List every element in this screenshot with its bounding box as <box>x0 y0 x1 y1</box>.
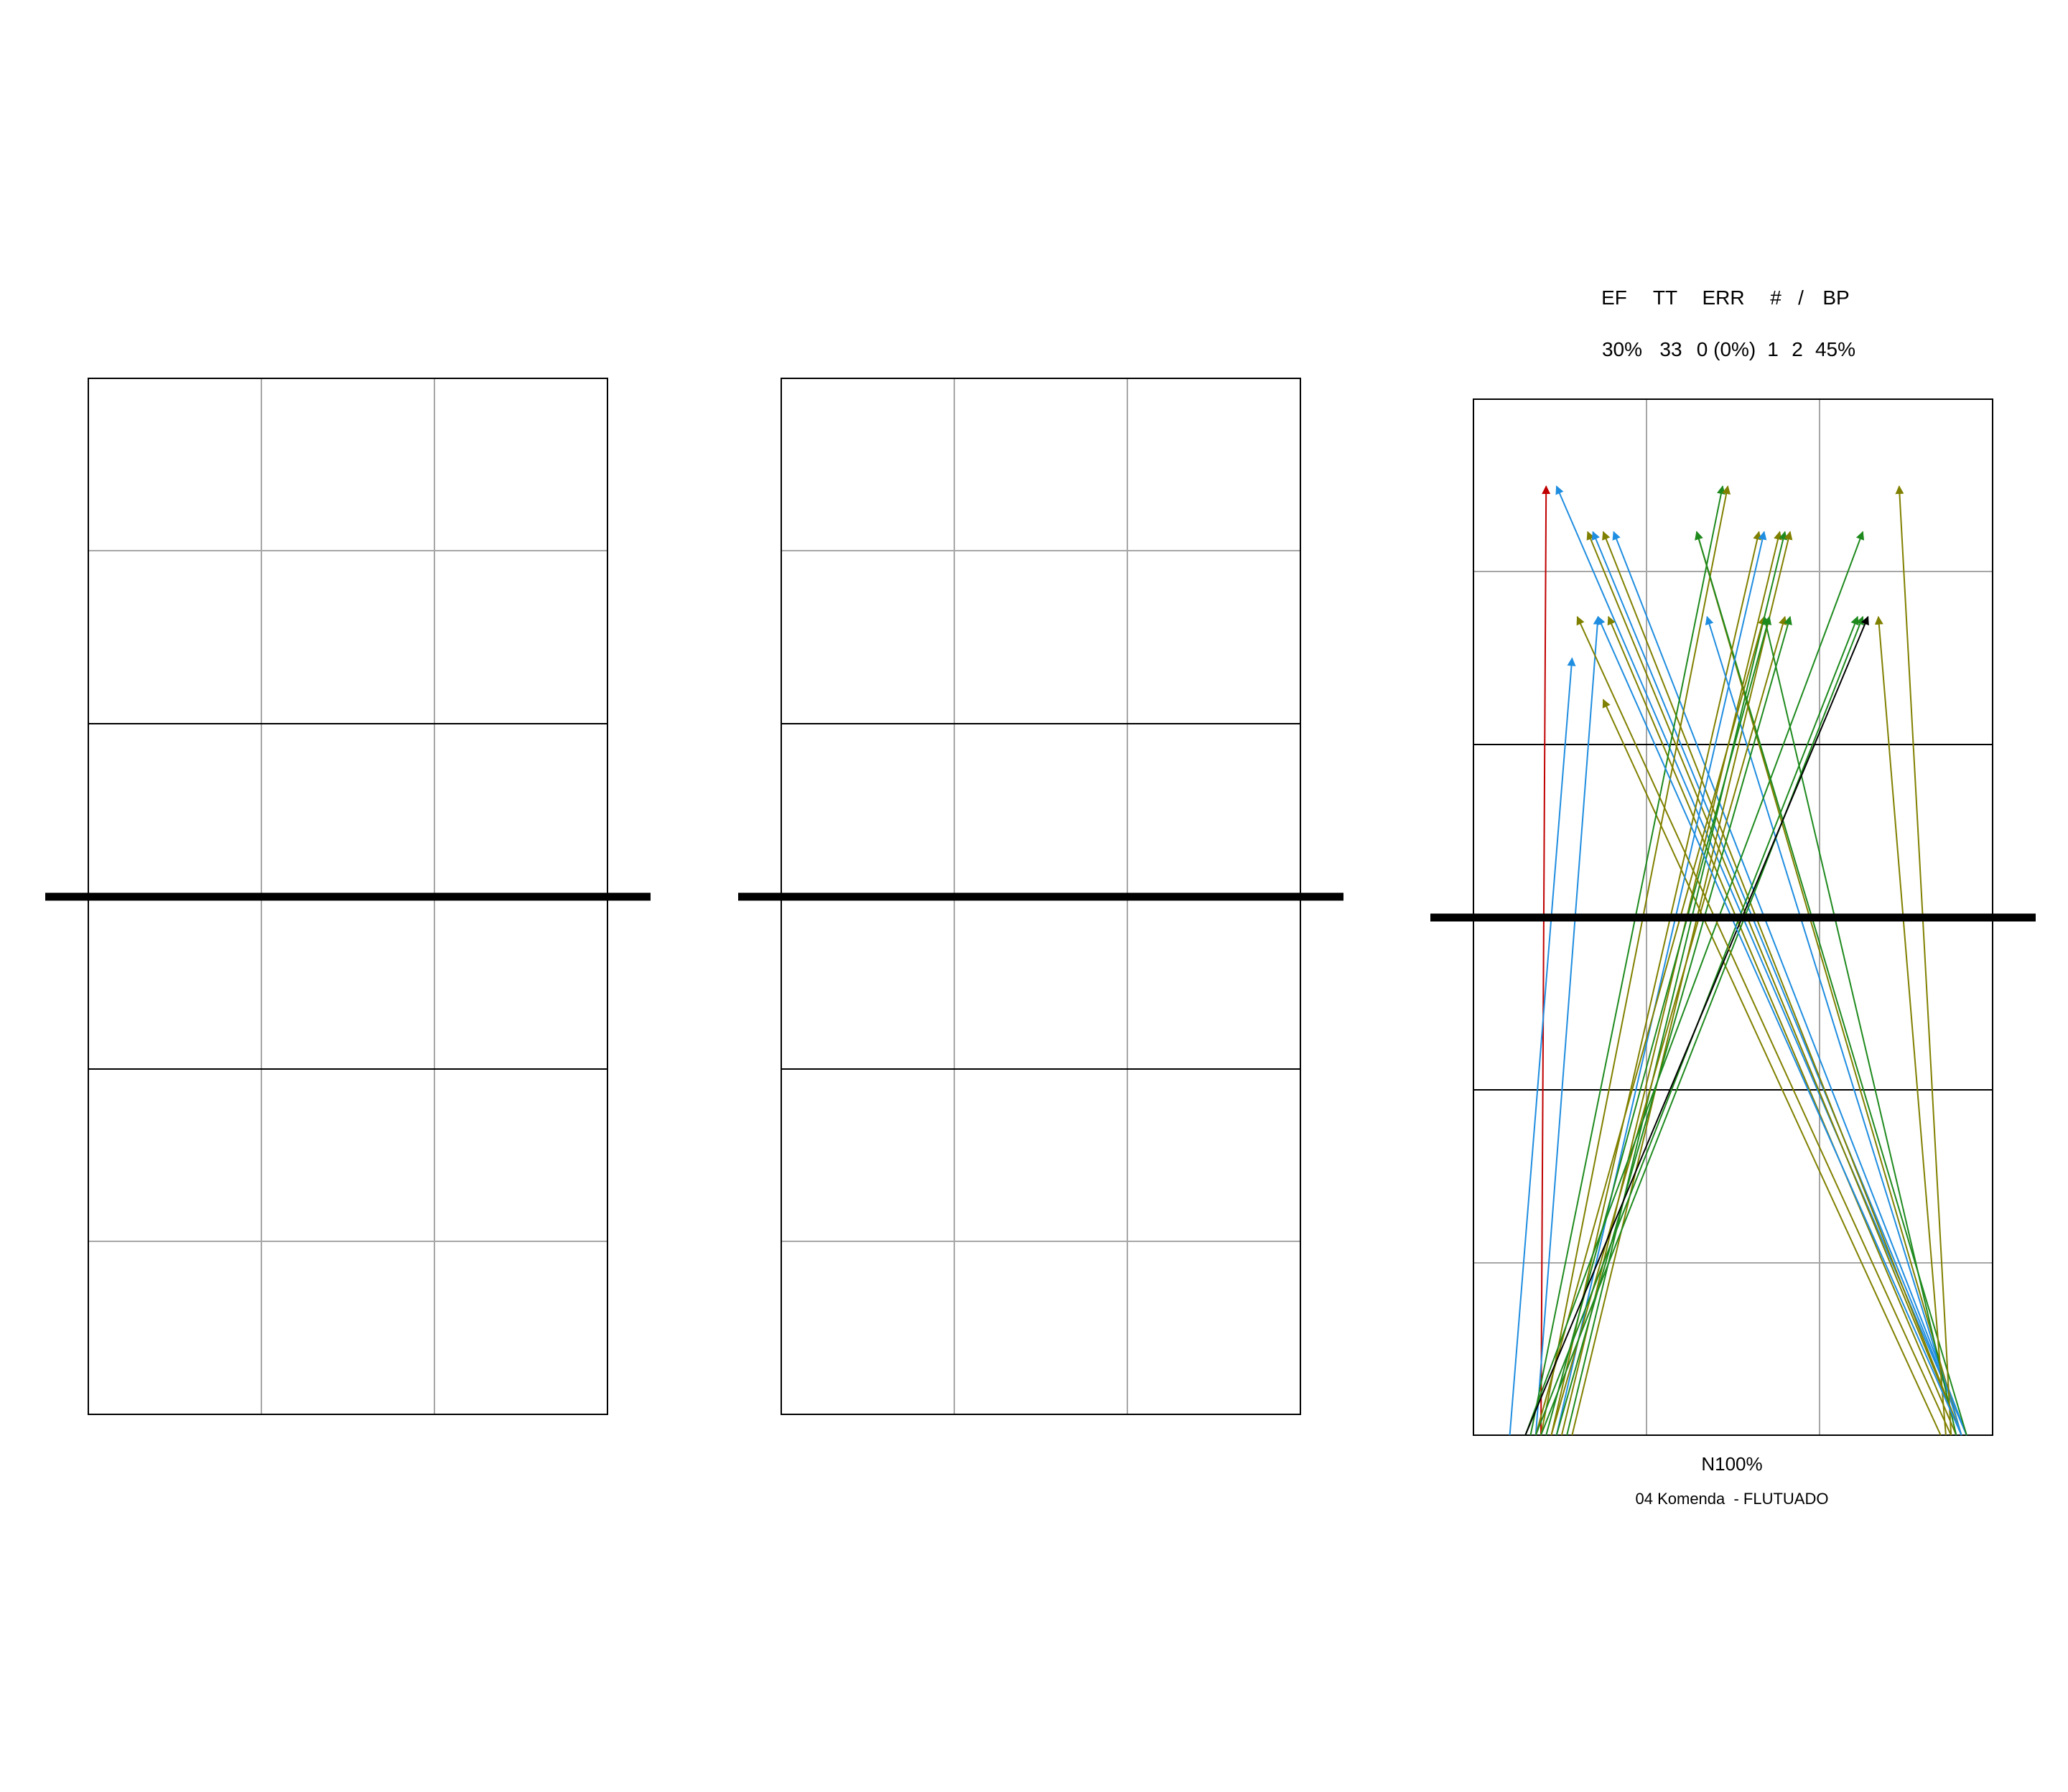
serve-arrow-15 <box>1550 531 1762 1436</box>
serve-arrow-3 <box>1586 531 1962 1436</box>
serve-arrow-4 <box>1591 531 1967 1436</box>
serve-arrow-29 <box>1524 615 1869 1436</box>
serve-arrow-23 <box>1550 615 1787 1436</box>
serve-arrow-16 <box>1555 531 1767 1436</box>
serve-arrow-6 <box>1612 531 1967 1436</box>
serve-arrow-7 <box>1534 615 1602 1436</box>
serve-arrow-18 <box>1566 531 1788 1436</box>
serve-arrow-10 <box>1602 699 1942 1436</box>
serve-arrow-30 <box>1895 485 1952 1436</box>
serve-arrow-13 <box>1695 531 1962 1436</box>
serve-arrow-8 <box>1607 615 1957 1436</box>
stat-value-perfect: 1 <box>1767 338 1779 360</box>
serve-arrow-32 <box>1597 615 1962 1436</box>
stat-value-ef: 30% <box>1602 338 1642 360</box>
serve-arrow-19 <box>1571 531 1793 1436</box>
stat-header-bp: BP <box>1822 286 1849 309</box>
serve-arrow-1 <box>1540 485 1551 1436</box>
serve-arrow-33 <box>1576 615 1952 1436</box>
serve-arrow-26 <box>1524 531 1865 1436</box>
court-left <box>45 378 651 1415</box>
stat-header-ef: EF <box>1601 286 1627 309</box>
serve-arrow-9 <box>1509 657 1576 1436</box>
serve-arrow-20 <box>1705 615 1962 1436</box>
stat-value-tt: 33 <box>1659 338 1682 360</box>
serve-arrows <box>1509 485 1967 1436</box>
player-label: 04 Komenda - FLUTUADO <box>1636 1490 1829 1508</box>
serve-arrow-28 <box>1540 615 1864 1436</box>
stat-header-tt: TT <box>1653 286 1677 309</box>
stat-header-perfect: # <box>1770 286 1781 309</box>
court-left-attack-lines <box>88 723 607 1070</box>
rating-label: N100% <box>1701 1453 1762 1475</box>
serve-arrow-22 <box>1545 615 1772 1436</box>
stat-header-err: ERR <box>1702 286 1744 309</box>
stat-value-err: 0 (0%) <box>1697 338 1756 360</box>
stat-value-slash: 2 <box>1792 338 1803 360</box>
serve-arrow-31 <box>1874 615 1947 1436</box>
serve-arrow-17 <box>1560 531 1782 1436</box>
serve-arrow-24 <box>1555 615 1792 1436</box>
serve-arrow-25 <box>1761 615 1957 1436</box>
serve-arrow-5 <box>1602 531 1962 1436</box>
stat-header-slash: / <box>1798 286 1804 309</box>
serve-arrow-12 <box>1540 485 1731 1436</box>
stat-value-bp: 45% <box>1815 338 1855 360</box>
court-middle <box>738 378 1343 1415</box>
court-middle-attack-lines <box>781 723 1300 1070</box>
stats-header: EF TT ERR # / BP 30% 33 0 (0%) 1 2 45% <box>1601 286 1855 360</box>
serve-arrow-21 <box>1534 615 1766 1436</box>
court-right <box>1430 398 2036 1436</box>
serve-arrow-11 <box>1529 485 1725 1436</box>
